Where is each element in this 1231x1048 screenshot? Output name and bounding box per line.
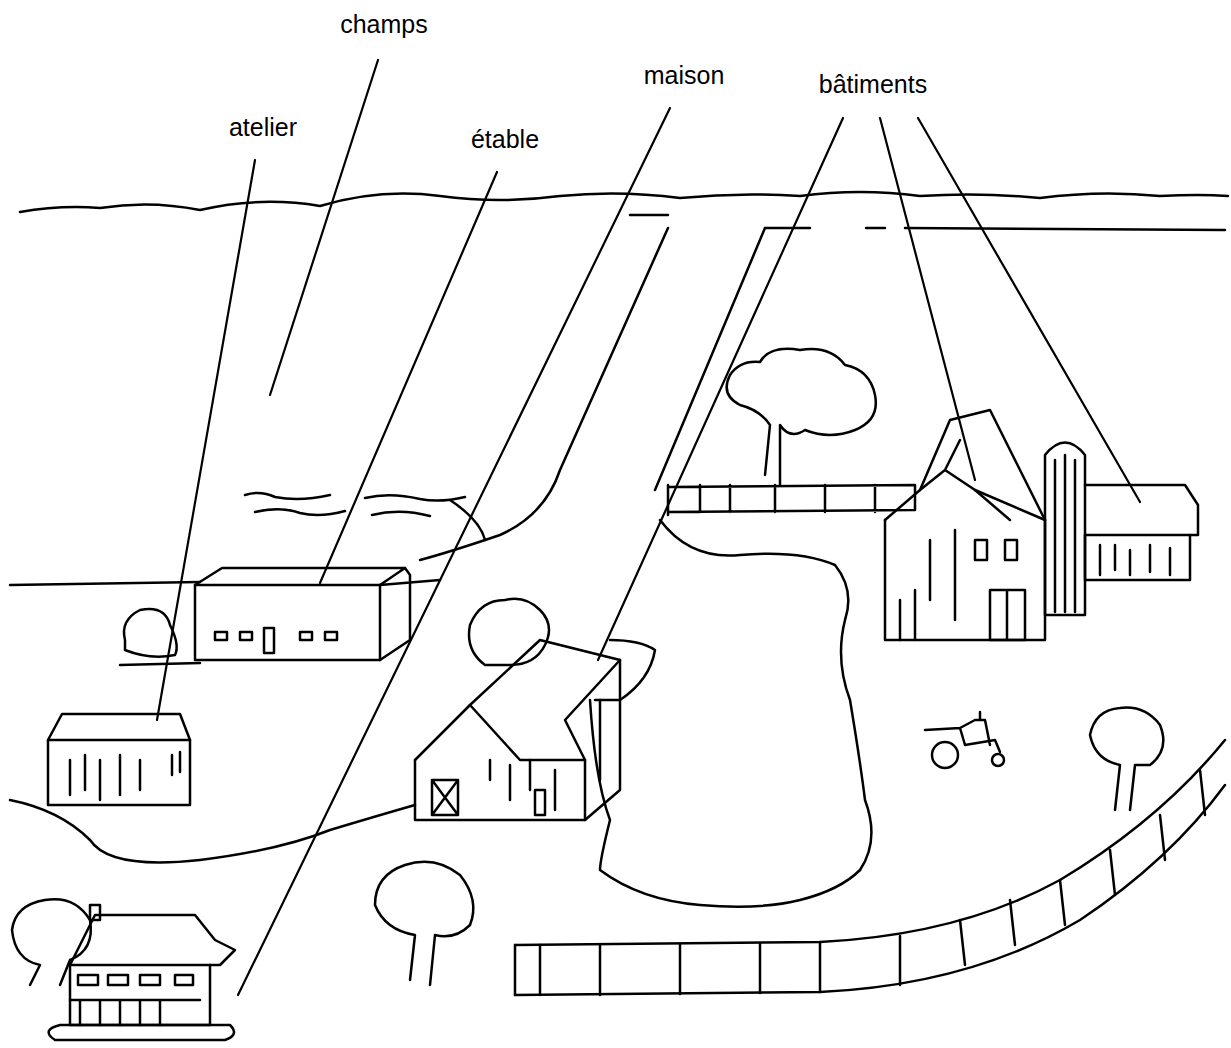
barn: [415, 640, 620, 820]
part-label: champs: [338, 11, 430, 39]
part-label: atelier: [227, 114, 299, 142]
part-label: étable: [469, 126, 541, 154]
leader-line: [157, 60, 1140, 995]
stable-building: [195, 568, 410, 660]
farm-buildings: [885, 410, 1198, 640]
part-label: bâtiments: [817, 71, 929, 99]
tree: [12, 349, 1163, 985]
field-rows: [245, 493, 485, 540]
fence: [515, 485, 1225, 995]
part-label: maison: [642, 62, 727, 90]
workshop-building: [48, 714, 190, 805]
house: [49, 905, 235, 1040]
horizon: [20, 192, 1228, 230]
tractor: [925, 712, 1004, 768]
